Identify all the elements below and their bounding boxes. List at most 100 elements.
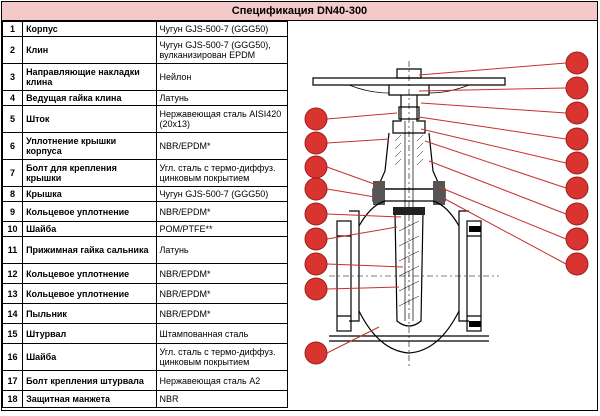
- material: Нейлон: [155, 63, 289, 91]
- part-name: Пыльник: [22, 303, 157, 324]
- material: Латунь: [155, 236, 289, 264]
- row-number: 1: [1, 21, 24, 37]
- material: NBR: [155, 390, 289, 408]
- part-name: Клин: [22, 36, 157, 64]
- material: Чугун GJS-500-7 (GGG50): [155, 21, 289, 37]
- part-name: Шайба: [22, 221, 157, 237]
- row-number: 3: [1, 63, 24, 91]
- material: NBR/EPDM*: [155, 132, 289, 160]
- part-name: Ведущая гайка клина: [22, 90, 157, 106]
- callout-circle: [565, 76, 589, 100]
- material: NBR/EPDM*: [155, 263, 289, 284]
- material: NBR/EPDM*: [155, 283, 289, 304]
- material: Чугун GJS-500-7 (GGG50): [155, 186, 289, 202]
- material: Нержавеющая сталь A2: [155, 370, 289, 391]
- callout-3: [304, 252, 328, 276]
- row-number: 2: [1, 36, 24, 64]
- callout-circle: [304, 202, 328, 226]
- material: POM/PTFE**: [155, 221, 289, 237]
- bonnet: [372, 95, 446, 321]
- material: Штампованная сталь: [155, 323, 289, 344]
- callout-circle: [565, 127, 589, 151]
- callout-1: [304, 341, 328, 365]
- part-name: Шайба: [22, 343, 157, 371]
- callout-circle: [565, 151, 589, 175]
- callout-circle: [565, 176, 589, 200]
- callout-9: [565, 252, 589, 276]
- callout-circle: [304, 252, 328, 276]
- callout-circle: [304, 107, 328, 131]
- material: Чугун GJS-500-7 (GGG50), вулканизирован …: [155, 36, 289, 64]
- part-name: Защитная манжета: [22, 390, 157, 408]
- row-number: 9: [1, 201, 24, 222]
- part-name: Кольцевое уплотнение: [22, 263, 157, 284]
- callout-12: [565, 176, 589, 200]
- material: NBR/EPDM*: [155, 201, 289, 222]
- part-name: Кольцевое уплотнение: [22, 201, 157, 222]
- callout-circle: [304, 277, 328, 301]
- handwheel: [312, 68, 506, 96]
- callout-17: [565, 51, 589, 75]
- leader-lines: [326, 62, 567, 354]
- callout-2: [304, 277, 328, 301]
- row-number: 12: [1, 263, 24, 284]
- row-number: 7: [1, 159, 24, 187]
- page-title: Спецификация DN40-300: [2, 2, 597, 21]
- callout-circle: [565, 202, 589, 226]
- row-number: 11: [1, 236, 24, 264]
- part-name: Болт крепления штурвала: [22, 370, 157, 391]
- callout-14: [565, 127, 589, 151]
- callout-circle: [565, 252, 589, 276]
- material: Угл. сталь с термо-диффуз. цинковым покр…: [155, 343, 289, 371]
- callout-11: [565, 202, 589, 226]
- row-number: 18: [1, 390, 24, 408]
- callouts-right: [565, 51, 589, 276]
- callout-circle: [565, 51, 589, 75]
- callout-15: [565, 101, 589, 125]
- part-name: Корпус: [22, 21, 157, 37]
- callout-circle: [304, 155, 328, 179]
- callout-18: [304, 107, 328, 131]
- part-name: Направляющие накладки клина: [22, 63, 157, 91]
- part-name: Штурвал: [22, 323, 157, 344]
- part-name: Кольцевое уплотнение: [22, 283, 157, 304]
- callout-circle: [304, 131, 328, 155]
- callout-circle: [304, 177, 328, 201]
- callout-8: [304, 131, 328, 155]
- row-number: 14: [1, 303, 24, 324]
- valve-diagram: [289, 21, 598, 411]
- callouts-left: [304, 107, 328, 365]
- material: Нержавеющая сталь AISI420 (20х13): [155, 105, 289, 133]
- row-number: 6: [1, 132, 24, 160]
- row-number: 10: [1, 221, 24, 237]
- row-number: 16: [1, 343, 24, 371]
- row-number: 17: [1, 370, 24, 391]
- row-number: 4: [1, 90, 24, 106]
- cover-bolt-right: [433, 181, 445, 205]
- row-number: 13: [1, 283, 24, 304]
- callout-circle: [304, 341, 328, 365]
- row-number: 5: [1, 105, 24, 133]
- part-name: Болт для крепления крышки: [22, 159, 157, 187]
- callout-13: [565, 151, 589, 175]
- row-number: 8: [1, 186, 24, 202]
- material: Угл. сталь с термо-диффуз. цинковым покр…: [155, 159, 289, 187]
- callout-7: [304, 155, 328, 179]
- callout-10: [565, 227, 589, 251]
